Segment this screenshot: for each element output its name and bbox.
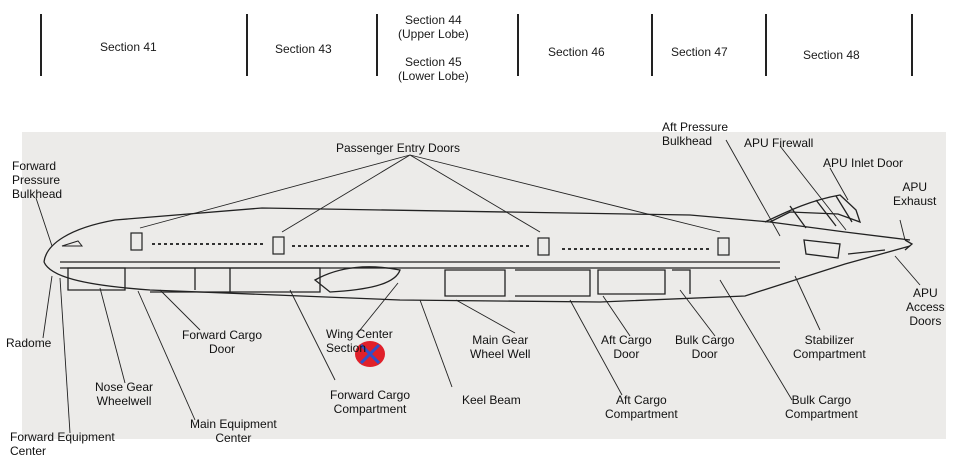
label-main-equipment-center: Main Equipment Center <box>190 417 277 445</box>
leader-lines <box>35 139 921 434</box>
label-apu-access-doors: APU Access Doors <box>906 286 945 328</box>
section-44-label: Section 44 (Upper Lobe) <box>398 13 469 41</box>
label-aft-cargo-compartment: Aft Cargo Compartment <box>605 393 678 421</box>
fuselage-outline <box>43 194 914 303</box>
section-divider <box>651 14 653 76</box>
label-radome: Radome <box>6 336 52 350</box>
label-forward-equipment-center: Forward Equipment Center <box>10 430 115 458</box>
cockpit-windows <box>61 240 84 247</box>
label-keel-beam: Keel Beam <box>462 393 521 407</box>
label-nose-gear-wheelwell: Nose Gear Wheelwell <box>95 380 154 408</box>
window-row <box>152 243 710 250</box>
label-main-gear-wheel-well: Main Gear Wheel Well <box>470 333 531 361</box>
label-forward-pressure-bulkhead: Forward Pressure Bulkhead <box>12 159 63 201</box>
section-divider <box>246 14 248 76</box>
section-divider <box>911 14 913 76</box>
label-stabilizer-compartment: Stabilizer Compartment <box>793 333 866 361</box>
label-bulk-cargo-door: Bulk Cargo Door <box>675 333 735 361</box>
passenger-doors <box>130 232 730 256</box>
cross-marker-icon[interactable] <box>355 341 385 367</box>
label-wing-center-section: Wing Center Section <box>326 327 393 355</box>
label-apu-firewall: APU Firewall <box>744 136 814 150</box>
section-divider <box>517 14 519 76</box>
label-apu-inlet-door: APU Inlet Door <box>823 156 904 170</box>
section-47-label: Section 47 <box>671 45 728 59</box>
section-45-label: Section 45 (Lower Lobe) <box>398 55 469 83</box>
label-apu-exhaust: APU Exhaust <box>893 180 937 208</box>
label-bulk-cargo-compartment: Bulk Cargo Compartment <box>785 393 858 421</box>
section-43-label: Section 43 <box>275 42 332 56</box>
section-48-label: Section 48 <box>803 48 860 62</box>
section-46-label: Section 46 <box>548 45 605 59</box>
section-divider <box>376 14 378 76</box>
label-aft-cargo-door: Aft Cargo Door <box>601 333 652 361</box>
label-aft-pressure-bulkhead: Aft Pressure Bulkhead <box>662 120 729 148</box>
label-passenger-entry-doors: Passenger Entry Doors <box>336 141 461 155</box>
label-forward-cargo-compartment: Forward Cargo Compartment <box>330 388 411 416</box>
diagram-panel <box>22 132 946 439</box>
section-divider <box>40 14 42 76</box>
section-41-label: Section 41 <box>100 40 157 54</box>
label-forward-cargo-door: Forward Cargo Door <box>182 328 263 356</box>
section-divider <box>765 14 767 76</box>
